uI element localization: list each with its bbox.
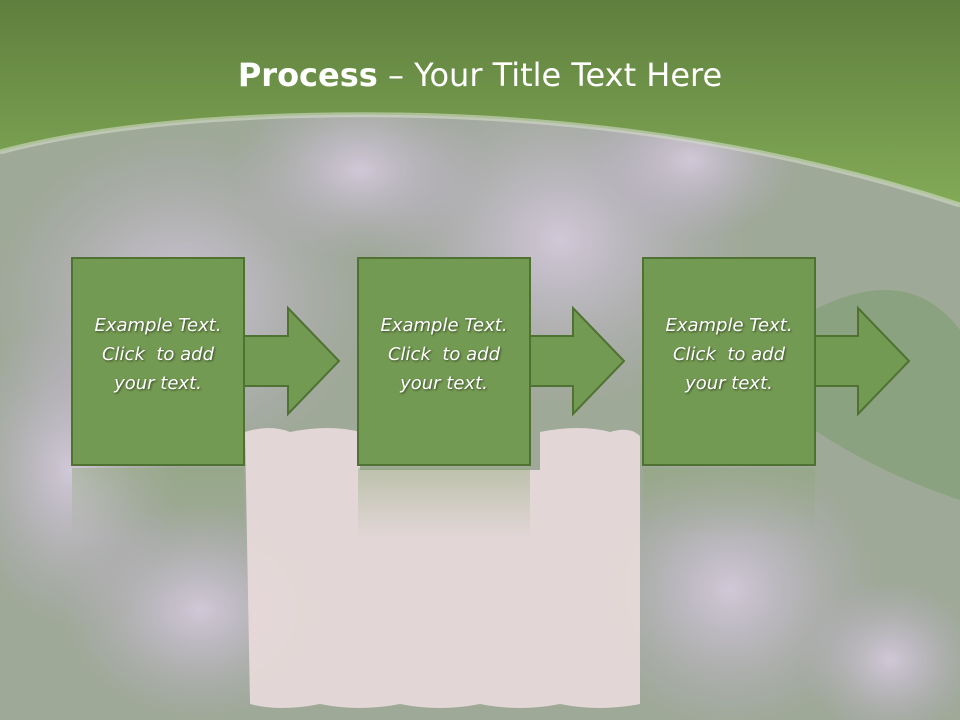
step-text-line: your text. xyxy=(685,373,773,394)
step-arrow-3 xyxy=(814,305,911,417)
header-light-curve xyxy=(0,112,960,208)
slide-title[interactable]: Process – Your Title Text Here xyxy=(0,54,960,96)
step-text-1[interactable]: Example Text. Click to add your text. xyxy=(72,311,244,398)
step-arrow-2 xyxy=(529,305,626,417)
step-text-line: your text. xyxy=(400,373,488,394)
step-text-line: Click to add xyxy=(672,344,785,365)
step-text-line: Click to add xyxy=(387,344,500,365)
step-text-line: your text. xyxy=(114,373,202,394)
step-text-line: Example Text. xyxy=(665,315,793,336)
step-text-3[interactable]: Example Text. Click to add your text. xyxy=(643,311,815,398)
title-rest: – Your Title Text Here xyxy=(377,56,723,94)
step-arrow-1 xyxy=(243,305,341,417)
step-box-1[interactable] xyxy=(71,257,245,466)
step-box-2[interactable] xyxy=(357,257,531,466)
paper-card xyxy=(245,428,640,708)
step-text-line: Example Text. xyxy=(94,315,222,336)
step-box-3[interactable] xyxy=(642,257,816,466)
header-band xyxy=(0,0,960,205)
title-bold: Process xyxy=(237,56,378,94)
step-text-line: Example Text. xyxy=(380,315,508,336)
step-text-line: Click to add xyxy=(101,344,214,365)
step-text-2[interactable]: Example Text. Click to add your text. xyxy=(358,311,530,398)
